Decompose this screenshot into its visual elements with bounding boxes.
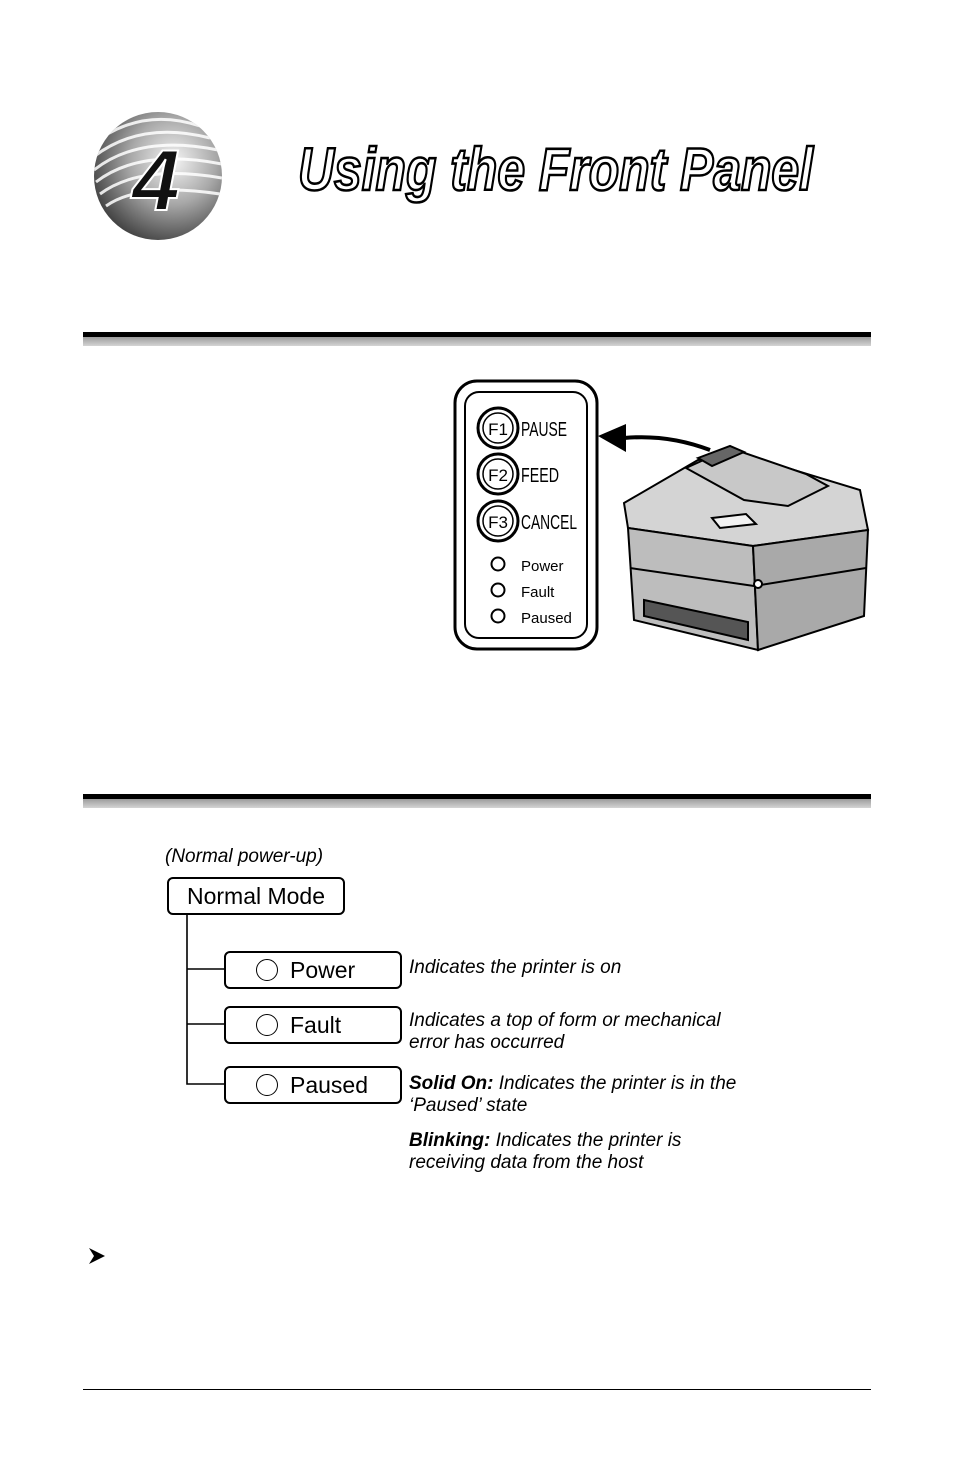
panel-button-key: F2 — [488, 466, 508, 485]
power-description: Indicates the printer is on — [409, 957, 621, 979]
panel-button-f1: F1 PAUSE — [476, 406, 567, 450]
panel-button-key: F1 — [488, 420, 508, 439]
led-box-fault: Fault — [224, 1006, 402, 1044]
bullet-arrow-icon — [89, 1248, 105, 1264]
front-panel-figure: F1 PAUSE F2 FEED F3 CANCEL Power Fault P… — [448, 378, 878, 658]
led-circle-icon — [256, 1074, 278, 1096]
led-circle-icon — [256, 959, 278, 981]
led-label: Fault — [290, 1012, 342, 1038]
led-box-paused: Paused — [224, 1066, 402, 1104]
description-line: Indicates a top of form or mechanical — [409, 1010, 721, 1031]
description-line: ‘Paused’ state — [409, 1095, 528, 1116]
printer-illustration — [622, 444, 870, 652]
led-box-power: Power — [224, 951, 402, 989]
panel-indicator-label: Paused — [521, 610, 572, 627]
normal-powerup-caption: (Normal power-up) — [165, 846, 324, 867]
led-circle-icon — [256, 1014, 278, 1036]
blinking-lead: Blinking: — [409, 1130, 491, 1151]
chapter-number: 4 — [130, 133, 180, 229]
section-rule — [83, 794, 871, 808]
pointer-arrow-icon — [598, 424, 711, 452]
panel-indicator-fault: Fault — [490, 582, 555, 601]
chapter-title-text: Using the Front Panel — [298, 136, 814, 203]
description-line: Indicates the printer is in the — [498, 1073, 737, 1094]
paused-solid-description: Solid On: Indicates the printer is in th… — [409, 1073, 736, 1117]
normal-mode-box: Normal Mode — [167, 877, 345, 915]
section-rule — [83, 332, 871, 346]
panel-button-label: FEED — [521, 465, 559, 487]
panel-button-f3: F3 CANCEL — [476, 499, 577, 543]
panel-indicator-label: Fault — [521, 584, 555, 601]
paused-blinking-description: Blinking: Indicates the printer is recei… — [409, 1130, 681, 1174]
led-label: Paused — [290, 1072, 369, 1098]
footer-rule — [83, 1389, 871, 1390]
front-panel-svg: F1 PAUSE F2 FEED F3 CANCEL Power Fault P… — [453, 379, 870, 652]
fault-description: Indicates a top of form or mechanical er… — [409, 1010, 721, 1054]
panel-button-f2: F2 FEED — [476, 452, 559, 496]
description-line: Indicates the printer is — [495, 1130, 682, 1151]
panel-indicator-label: Power — [521, 558, 564, 575]
panel-button-label: CANCEL — [521, 512, 577, 534]
description-line: receiving data from the host — [409, 1152, 644, 1173]
chapter-number-sphere-icon: 4 — [80, 86, 232, 258]
panel-button-label: PAUSE — [521, 419, 567, 441]
description-line: error has occurred — [409, 1032, 565, 1053]
chapter-title: Using the Front Panel — [292, 128, 852, 218]
panel-indicator-power: Power — [490, 556, 564, 575]
solid-on-lead: Solid On: — [409, 1073, 494, 1094]
led-label: Power — [290, 957, 356, 983]
panel-indicator-paused: Paused — [490, 608, 572, 627]
description-line: Indicates the printer is on — [409, 957, 622, 978]
panel-button-key: F3 — [488, 513, 508, 532]
chapter-number-badge: 4 — [80, 86, 232, 258]
